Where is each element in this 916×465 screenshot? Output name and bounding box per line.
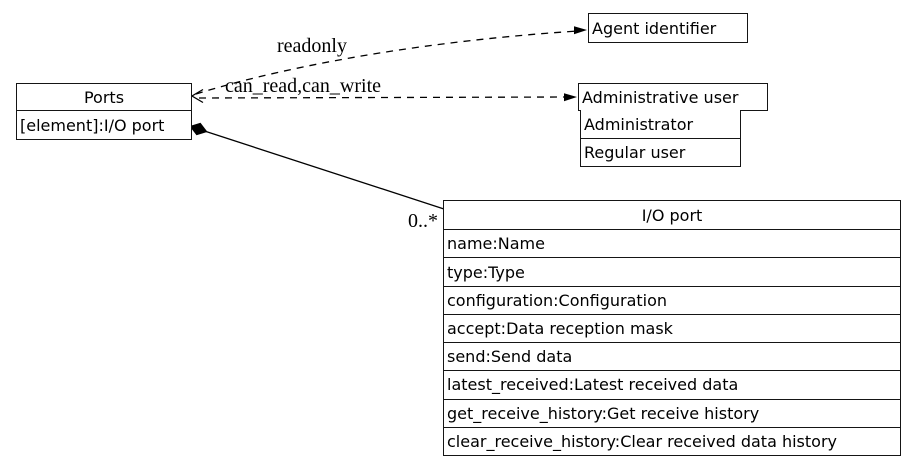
io-port-attr-send: send:Send data xyxy=(444,342,900,370)
node-agent-identifier: Agent identifier xyxy=(588,13,748,43)
io-port-attr-latest-received: latest_received:Latest received data xyxy=(444,370,900,398)
ports-attr-element: [element]:I/O port xyxy=(17,110,191,139)
admin-user-value-administrator: Administrator xyxy=(584,114,694,134)
can-read-write-dependency-edge xyxy=(198,96,569,99)
io-port-attr-accept: accept:Data reception mask xyxy=(444,313,900,342)
admin-user-value-regular-user: Regular user xyxy=(581,138,740,166)
node-administrative-user: Administrative user xyxy=(578,83,768,111)
composition-edge xyxy=(205,130,445,210)
io-port-attr-get-receive-history: get_receive_history:Get receive history xyxy=(444,398,900,427)
io-port-attr-name: name:Name xyxy=(444,229,900,257)
ports-open-arrowhead-icon xyxy=(190,88,204,104)
agent-identifier-title: Agent identifier xyxy=(592,18,717,38)
can-read-write-arrowhead-icon xyxy=(564,93,577,102)
edge-label-readonly: readonly xyxy=(277,35,347,57)
node-io-port: I/O port name:Name type:Type configurati… xyxy=(443,200,901,456)
composition-diamond-icon xyxy=(189,122,208,136)
readonly-arrowhead-icon xyxy=(574,26,587,35)
io-port-attr-clear-receive-history: clear_receive_history:Clear received dat… xyxy=(444,426,900,455)
ports-title: Ports xyxy=(83,87,125,107)
administrative-user-values: Administrator Regular user xyxy=(580,110,741,167)
node-ports: Ports [element]:I/O port xyxy=(16,83,192,140)
administrative-user-title: Administrative user xyxy=(582,87,739,107)
multiplicity-label: 0..* xyxy=(408,210,438,232)
io-port-attr-configuration: configuration:Configuration xyxy=(444,285,900,314)
edge-label-can-read-write: can_read,can_write xyxy=(225,75,382,97)
io-port-attr-type: type:Type xyxy=(444,257,900,285)
io-port-title: I/O port xyxy=(641,205,703,225)
